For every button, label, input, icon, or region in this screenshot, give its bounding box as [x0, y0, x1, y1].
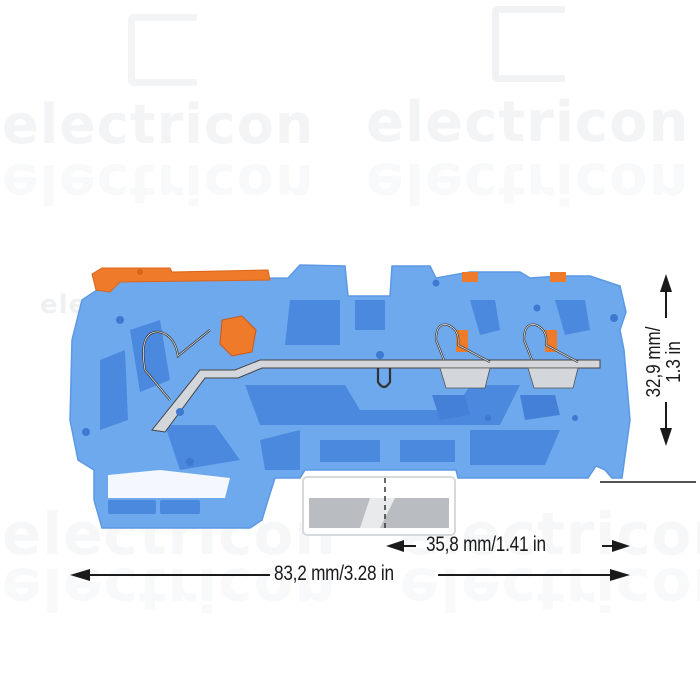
height-label-line2: 1.3 in: [663, 341, 685, 383]
watermark-text: electricon: [366, 90, 690, 155]
watermark-logo-icon: [492, 6, 565, 82]
cam-icon: [219, 315, 257, 357]
push-button-icon: [550, 272, 566, 282]
mounting-hole-icon: [82, 279, 618, 466]
din-rail: [302, 476, 456, 536]
total-width-label: 83,2 mm/3.28 in: [274, 562, 394, 585]
lever-icon: [91, 267, 271, 293]
watermark-logo-icon: [128, 14, 197, 86]
height-label-line1: 32,9 mm/: [643, 326, 665, 398]
watermark-text: electricon: [2, 93, 315, 156]
rail-width-label: 35,8 mm/1.41 in: [426, 533, 546, 556]
current-bar: [151, 359, 601, 433]
dimension-lines: [70, 274, 696, 581]
push-button-icon: [462, 272, 478, 282]
height-label: 32,9 mm/ 1.3 in: [643, 311, 688, 413]
